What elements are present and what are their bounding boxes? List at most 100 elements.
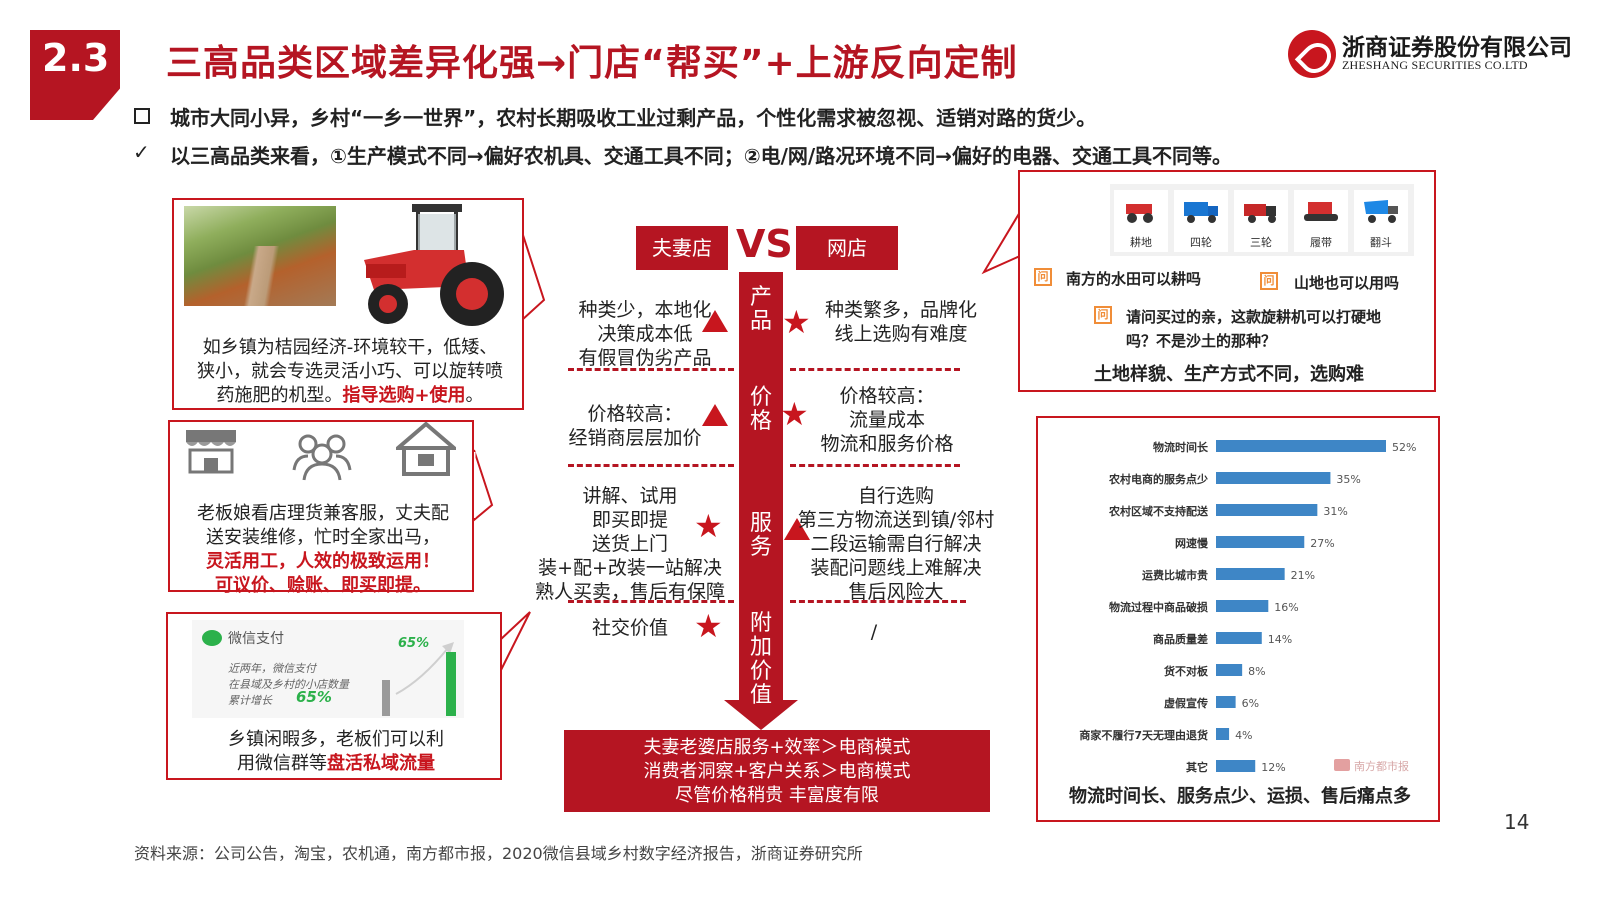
- buyer-questions-panel: 耕地 四轮 三轮 履带 翻斗 问 南方的水田可以耕吗 问 山地也可以用吗 问 请…: [1018, 170, 1436, 392]
- category-product: 产品: [749, 285, 772, 334]
- bar-category-label: 农村电商的服务点少: [1108, 472, 1208, 486]
- star-icon: ★: [694, 607, 723, 645]
- price-online-text: 价格较高： 流量成本 物流和服务价格: [820, 385, 954, 455]
- orchard-photo: [184, 206, 336, 306]
- crawler-icon: [1304, 202, 1338, 221]
- question-2: 山地也可以用吗: [1294, 274, 1400, 292]
- bar-category-label: 农村区域不支持配送: [1108, 504, 1209, 518]
- vs-label: VS: [736, 222, 793, 266]
- divider: [568, 600, 734, 603]
- page-title: 三高品类区域差异化强→门店“帮买”+上游反向定制: [166, 43, 1018, 84]
- section-badge: 2.3: [30, 30, 120, 120]
- bar: [1216, 696, 1236, 708]
- question-tag-icon: 问: [1034, 268, 1052, 286]
- service-couple-text: 讲解、试用 即买即提 送货上门 装+配+改装一站解决 熟人买卖，售后有保障: [534, 485, 725, 603]
- wechat-panel: 微信支付 近两年，微信支付 在县域及乡村的小店数量 累计增长 65% 65% 乡…: [166, 612, 502, 780]
- category-service: 服务: [749, 511, 772, 560]
- wechat-bar-after: [446, 652, 456, 716]
- category-price: 价格: [749, 385, 772, 434]
- source-note: 资料来源：公司公告，淘宝，农机通，南方都市报，2020微信县域乡村数字经济报告，…: [134, 844, 863, 863]
- bar-value-label: 6%: [1242, 697, 1259, 710]
- divider: [568, 464, 734, 467]
- bar: [1216, 440, 1386, 452]
- bar-value-label: 14%: [1268, 633, 1292, 646]
- comparison-axis: [739, 272, 783, 702]
- added-value-online-text: /: [870, 621, 878, 643]
- page-number: 14: [1504, 810, 1530, 834]
- store-owner-panel: 老板娘看店理货兼客服，丈夫配 送安装维修，忙时全家出马， 灵活用工，人效的极致运…: [168, 420, 474, 596]
- question-tag-icon: 问: [1260, 272, 1278, 290]
- price-couple-text: 价格较高： 经销商层层加价: [568, 403, 702, 449]
- bar-category-label: 商品质量差: [1153, 632, 1208, 646]
- vehicle-plow: 耕地: [1114, 190, 1168, 252]
- orchard-panel: 如乡镇为桔园经济-环境较干，低矮、 狭小，就会专选灵活小巧、可以旋转喷 药施肥的…: [172, 198, 524, 410]
- added-value-couple-text: 社交价值: [591, 617, 668, 639]
- bar-category-label: 其它: [1186, 760, 1208, 774]
- bar-category-label: 网速慢: [1175, 536, 1209, 550]
- star-icon: ★: [694, 507, 723, 545]
- bar-value-label: 16%: [1274, 601, 1298, 614]
- bar-category-label: 物流时间长: [1153, 440, 1209, 454]
- bar-category-label: 物流过程中商品破损: [1109, 600, 1208, 614]
- bar-value-label: 31%: [1323, 505, 1347, 518]
- vehicle-four-wheel: 四轮: [1174, 190, 1228, 252]
- bar-value-label: 21%: [1291, 569, 1315, 582]
- wechat-pay-icon: [202, 630, 222, 646]
- house-icon: [396, 422, 456, 476]
- wechat-pay-card: 微信支付 近两年，微信支付 在县域及乡村的小店数量 累计增长 65% 65%: [192, 620, 464, 718]
- question-tag-icon: 问: [1094, 306, 1112, 324]
- company-logo: 浙商证券股份有限公司 ZHESHANG SECURITIES CO.LTD: [1288, 28, 1578, 84]
- store-owner-text: 老板娘看店理货兼客服，丈夫配 送安装维修，忙时全家出马， 灵活用工，人效的极致运…: [197, 503, 449, 596]
- star-icon: ★: [782, 303, 811, 341]
- vehicle-crawler: 履带: [1294, 190, 1348, 252]
- comparison-summary: 夫妻老婆店服务+效率＞电商模式 消费者洞察+客户关系＞电商模式 尽管价格稍贵 丰…: [564, 730, 990, 812]
- divider: [790, 464, 960, 467]
- bar-value-label: 27%: [1310, 537, 1334, 550]
- watermark-icon: [1334, 759, 1350, 771]
- bar-value-label: 12%: [1261, 761, 1285, 774]
- bar: [1216, 472, 1331, 484]
- growth-arrow-icon: [395, 642, 454, 695]
- bar: [1216, 504, 1318, 516]
- divider: [790, 368, 960, 371]
- bar-category-label: 货不对板: [1163, 664, 1209, 678]
- bar-value-label: 35%: [1336, 473, 1360, 486]
- product-online-text: 种类繁多，品牌化 线上选购有难度: [824, 299, 977, 345]
- bar: [1216, 632, 1262, 644]
- vehicle-three-wheel: 三轮: [1234, 190, 1288, 252]
- bar: [1216, 568, 1285, 580]
- bar: [1216, 600, 1269, 612]
- product-couple-text: 种类少，本地化 决策成本低 有假冒伪劣产品: [578, 299, 712, 369]
- bar: [1216, 664, 1243, 676]
- logo-mark-icon: [1288, 30, 1336, 78]
- bar-category-label: 商家不履行7天无理由退货: [1079, 728, 1208, 742]
- category-added-value: 附加 价值: [749, 611, 772, 708]
- dump-truck-icon: [1364, 200, 1398, 223]
- tricycle-icon: [1244, 204, 1276, 223]
- question-1: 南方的水田可以耕吗: [1066, 270, 1202, 288]
- bar-value-label: 52%: [1392, 441, 1416, 454]
- service-online-text: 自行选购 第三方物流送到镇/邻村 二段运输需自行解决 装配问题线上难解决 售后风…: [797, 485, 995, 603]
- orchard-highlight: 指导选购+使用: [342, 385, 466, 406]
- truck-icon: [1184, 202, 1218, 223]
- bar: [1216, 728, 1230, 740]
- online-store-header: 网店: [796, 226, 898, 270]
- square-bullet-icon: [134, 108, 150, 124]
- chart-watermark: 南方都市报: [1354, 760, 1409, 773]
- bar-category-label: 虚假宣传: [1164, 696, 1208, 710]
- bar-value-label: 8%: [1248, 665, 1265, 678]
- bullet-2: 以三高品类来看，①生产模式不同→偏好农机具、交通工具不同；②电/网/路况环境不同…: [170, 144, 1232, 168]
- question-3-cont: 吗？不是沙土的那种？: [1126, 332, 1277, 350]
- people-icon: [292, 434, 352, 481]
- logo-name-cn: 浙商证券股份有限公司: [1342, 34, 1572, 61]
- orchard-text: 如乡镇为桔园经济-环境较干，低矮、 狭小，就会专选灵活小巧、可以旋转喷 药施肥的…: [197, 337, 503, 406]
- plow-icon: [1126, 204, 1153, 223]
- couple-store-header: 夫妻店: [636, 226, 728, 270]
- bar-value-label: 4%: [1235, 729, 1252, 742]
- bar: [1216, 536, 1305, 548]
- qa-conclusion: 土地样貌、生产方式不同，选购难: [1094, 364, 1364, 385]
- bar: [1216, 760, 1256, 772]
- logo-name-en: ZHESHANG SECURITIES CO.LTD: [1342, 58, 1528, 72]
